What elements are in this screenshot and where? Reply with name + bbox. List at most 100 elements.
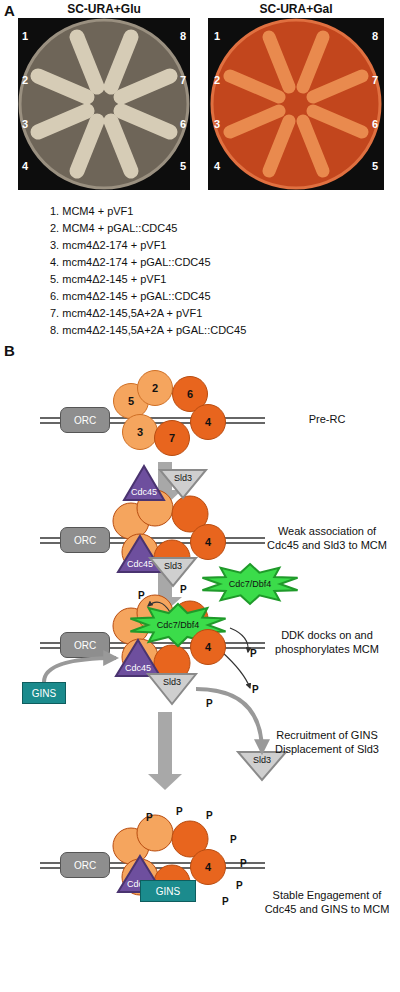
cdc45-triangle: Cdc45 — [124, 466, 164, 500]
node-label: Cdc45 — [125, 663, 151, 673]
plate-number: 3 — [22, 118, 28, 130]
streak — [230, 76, 279, 97]
phosphate-mark: P — [236, 880, 243, 891]
streak — [121, 111, 170, 132]
streak — [111, 37, 131, 87]
node-label: Cdc45 — [127, 559, 153, 569]
yeast-streaks — [230, 37, 362, 171]
curved-arrow — [44, 658, 116, 682]
streak — [111, 121, 131, 171]
plate-number: 7 — [372, 74, 378, 86]
mcm-subunit: 2 — [137, 370, 173, 406]
curved-arrow — [196, 689, 262, 752]
step-description: DDK docks on and phosphorylates MCM — [262, 628, 392, 656]
phosphate-mark: P — [252, 684, 259, 695]
shape-fill — [116, 640, 160, 676]
cdc45-triangle: Cdc45 — [116, 640, 160, 676]
shape-fill — [160, 470, 206, 498]
node-label: GINS — [156, 886, 180, 897]
strain-list-item: 6. mcm4Δ2-145 + pGAL::CDC45 — [50, 290, 211, 302]
plate-number: 2 — [22, 74, 28, 86]
phosphate-mark: P — [176, 806, 183, 817]
plate-number: 6 — [180, 118, 186, 130]
mcm-subunit: 7 — [154, 420, 190, 456]
streak — [303, 37, 323, 87]
plate-number: 5 — [180, 160, 186, 172]
plate-number: 1 — [214, 30, 220, 42]
plate-number: 4 — [22, 160, 28, 172]
strain-list-item: 5. mcm4Δ2-145 + pVF1 — [50, 273, 166, 285]
strain-list-item: 1. MCM4 + pVF1 — [50, 205, 133, 217]
strain-list-item: 7. mcm4Δ2-145,5A+2A + pVF1 — [50, 307, 202, 319]
gins-box: GINS — [22, 682, 66, 704]
streak — [38, 76, 87, 97]
node-label: Cdc45 — [131, 487, 157, 497]
phosphate-mark: P — [206, 810, 213, 821]
node-label: 6 — [187, 388, 193, 400]
node-label: Sld3 — [253, 755, 271, 765]
node-label: Sld3 — [164, 561, 182, 571]
phospho-arrow — [230, 628, 248, 652]
galactose-plate — [212, 20, 380, 188]
mcm-subunit: 3 — [122, 414, 158, 450]
node-label: 5 — [128, 395, 134, 407]
mcm-subunit: 4 — [190, 524, 226, 560]
streak — [269, 121, 289, 171]
panel-letter: A — [4, 2, 15, 19]
phosphate-mark: P — [138, 590, 145, 601]
streak — [77, 37, 97, 87]
step-description: Pre-RC — [262, 412, 392, 426]
step-description: Weak association of Cdc45 and Sld3 to MC… — [262, 524, 392, 552]
node-label: 4 — [205, 536, 211, 548]
streak — [269, 37, 289, 87]
streak — [230, 111, 279, 132]
plate-number: 5 — [372, 160, 378, 172]
streak — [313, 76, 362, 97]
step-description: Recruitment of GINS — [262, 728, 392, 742]
node-label: Sld3 — [174, 473, 192, 483]
node-label: 3 — [137, 426, 143, 438]
node-label: Sld3 — [163, 677, 181, 687]
plate-photo-background — [208, 18, 384, 190]
node-label: ORC — [74, 640, 96, 651]
galactose-plate-group — [208, 18, 384, 190]
phosphate-mark: P — [222, 896, 229, 907]
mcm-subunit: 4 — [190, 404, 226, 440]
plate-number: 4 — [214, 160, 220, 172]
shape-fill — [118, 536, 162, 572]
streak — [38, 111, 87, 132]
phosphate-mark: P — [146, 812, 153, 823]
orc-complex: ORC — [60, 407, 110, 433]
sld3-triangle: Sld3 — [160, 470, 206, 498]
plate-number: 8 — [372, 30, 378, 42]
plate-number: 1 — [22, 30, 28, 42]
mcm-subunit: 4 — [190, 629, 226, 665]
plate-heading: SC-URA+Gal — [210, 2, 382, 16]
streak — [303, 121, 323, 171]
gins-box: GINS — [140, 880, 196, 902]
orc-complex: ORC — [60, 527, 110, 553]
strain-list-item: 8. mcm4Δ2-145,5A+2A + pGAL::CDC45 — [50, 324, 246, 336]
panel-letter: B — [4, 342, 15, 359]
phosphate-mark: P — [180, 584, 187, 595]
node-label: 4 — [205, 416, 211, 428]
node-label: 7 — [169, 432, 175, 444]
phosphate-mark: P — [240, 858, 247, 869]
shape-fill — [150, 558, 196, 586]
step-arrow — [148, 712, 182, 790]
dna-strands — [40, 418, 265, 868]
plate-number: 2 — [214, 74, 220, 86]
strain-list-item: 4. mcm4Δ2-174 + pGAL::CDC45 — [50, 256, 211, 268]
yeast-streaks — [38, 37, 170, 171]
node-label: ORC — [74, 860, 96, 871]
sld3-triangle: Sld3 — [148, 674, 196, 704]
sld3-triangle: Sld3 — [238, 752, 286, 780]
node-label: 2 — [152, 382, 158, 394]
strain-list-item: 2. MCM4 + pGAL::CDC45 — [50, 222, 177, 234]
plate-number: 6 — [372, 118, 378, 130]
orc-complex: ORC — [60, 852, 110, 878]
phospho-arrow — [222, 652, 250, 688]
